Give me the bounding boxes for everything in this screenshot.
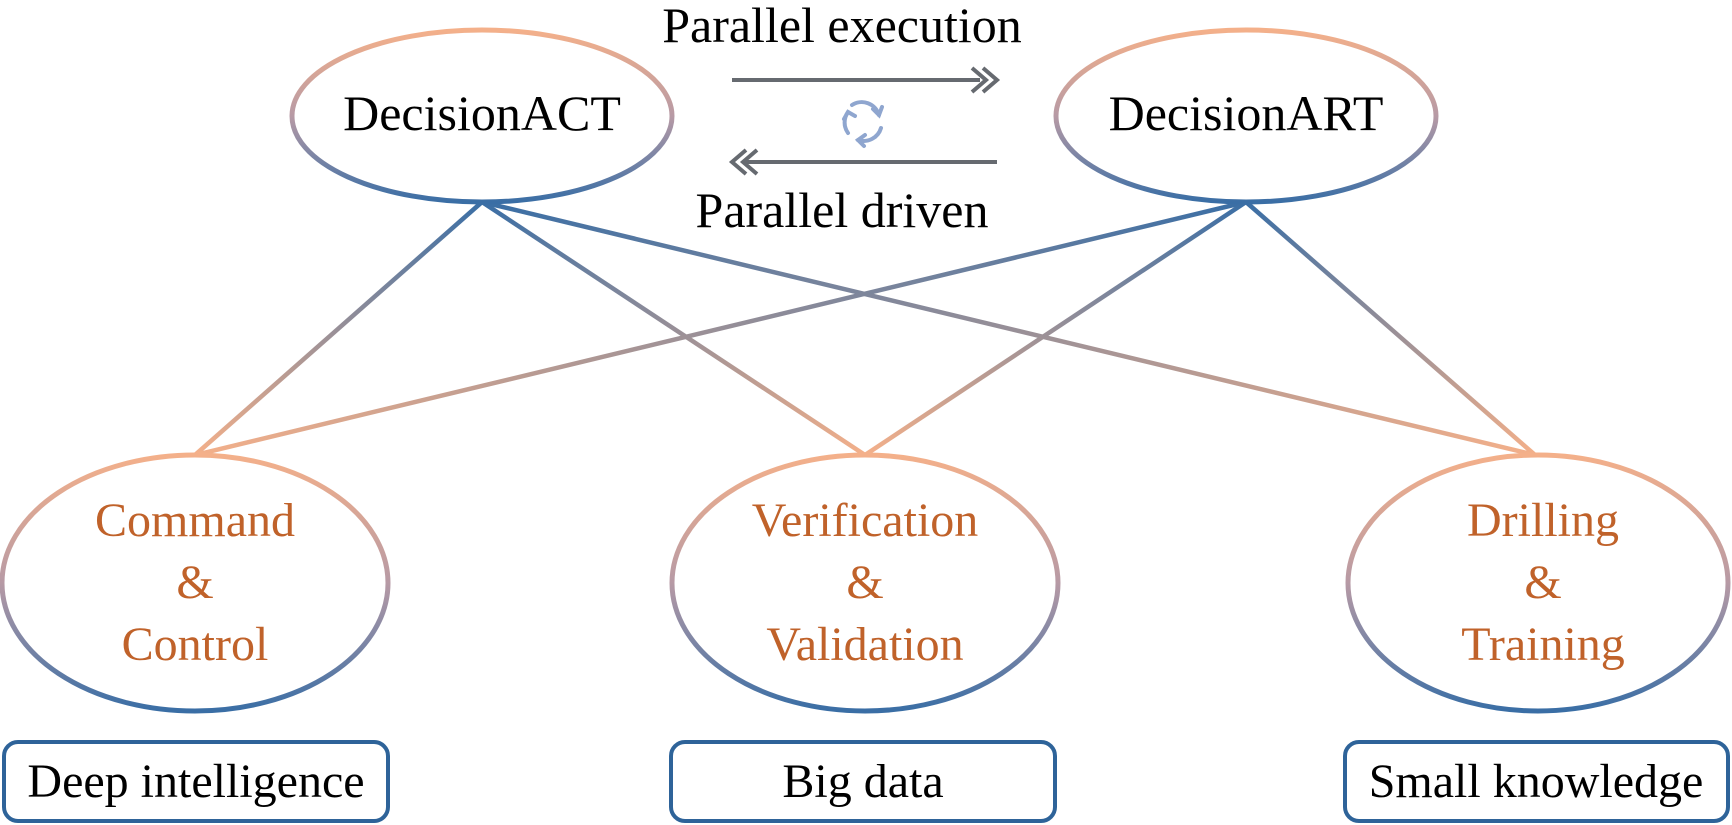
- connector-art-command: [194, 199, 1247, 458]
- chevron-right-icon: [970, 66, 990, 94]
- bottom-node-drilling-training: Drilling & Training: [1345, 452, 1731, 714]
- tag-box-big-data: Big data: [669, 740, 1057, 823]
- flow-backward: Parallel driven: [696, 148, 997, 238]
- bottom-node-line-3: Validation: [766, 618, 963, 671]
- connector-art-drilling: [1244, 200, 1537, 457]
- tag-box-frame: [2, 740, 390, 823]
- tag-box-label: Small knowledge: [1369, 755, 1704, 808]
- tag-box-small-knowledge: Small knowledge: [1343, 740, 1730, 823]
- bottom-node-line-2: &: [846, 556, 883, 609]
- bottom-node-line-1: Command: [95, 494, 295, 547]
- top-node-label: DecisionACT: [343, 85, 621, 141]
- tag-box-deep-intelligence: Deep intelligence: [2, 740, 390, 823]
- bottom-node-line-2: &: [1524, 556, 1561, 609]
- bottom-node-line-3: Training: [1461, 618, 1625, 671]
- flow-forward: Parallel execution: [662, 0, 1022, 94]
- top-node-ellipse: [1053, 27, 1439, 205]
- top-node-label: DecisionART: [1109, 85, 1384, 141]
- bottom-node-line-3: Control: [122, 618, 269, 671]
- bottom-node-ellipse: [669, 452, 1061, 714]
- top-node-decisionart: DecisionART: [1053, 27, 1439, 205]
- connector-act-verification: [480, 200, 867, 457]
- tag-box-label: Big data: [782, 755, 943, 808]
- flow-backward-label: Parallel driven: [696, 182, 989, 238]
- connector-act-drilling: [481, 199, 1536, 458]
- recycle-arrows-icon: [842, 100, 884, 148]
- tag-box-label: Deep intelligence: [27, 755, 364, 808]
- top-node-decisionact: DecisionACT: [289, 27, 675, 205]
- connector-art-verification: [863, 200, 1248, 457]
- bottom-node-ellipse: [1345, 452, 1731, 714]
- top-node-ellipse: [289, 27, 675, 205]
- chevron-right-icon: [981, 66, 1001, 94]
- connectors: [193, 199, 1537, 458]
- bottom-node-line-1: Drilling: [1467, 494, 1619, 547]
- bottom-node-line-1: Verification: [752, 494, 979, 547]
- chevron-left-icon: [739, 148, 759, 176]
- tag-box-frame: [1343, 740, 1730, 823]
- tag-box-frame: [669, 740, 1057, 823]
- flow-forward-label: Parallel execution: [662, 0, 1022, 53]
- bottom-node-verification-validation: Verification & Validation: [669, 452, 1061, 714]
- bottom-node-ellipse: [0, 452, 391, 714]
- bottom-node-line-2: &: [176, 556, 213, 609]
- connector-act-command: [193, 200, 484, 457]
- bottom-node-command-control: Command & Control: [0, 452, 391, 714]
- chevron-left-icon: [728, 148, 748, 176]
